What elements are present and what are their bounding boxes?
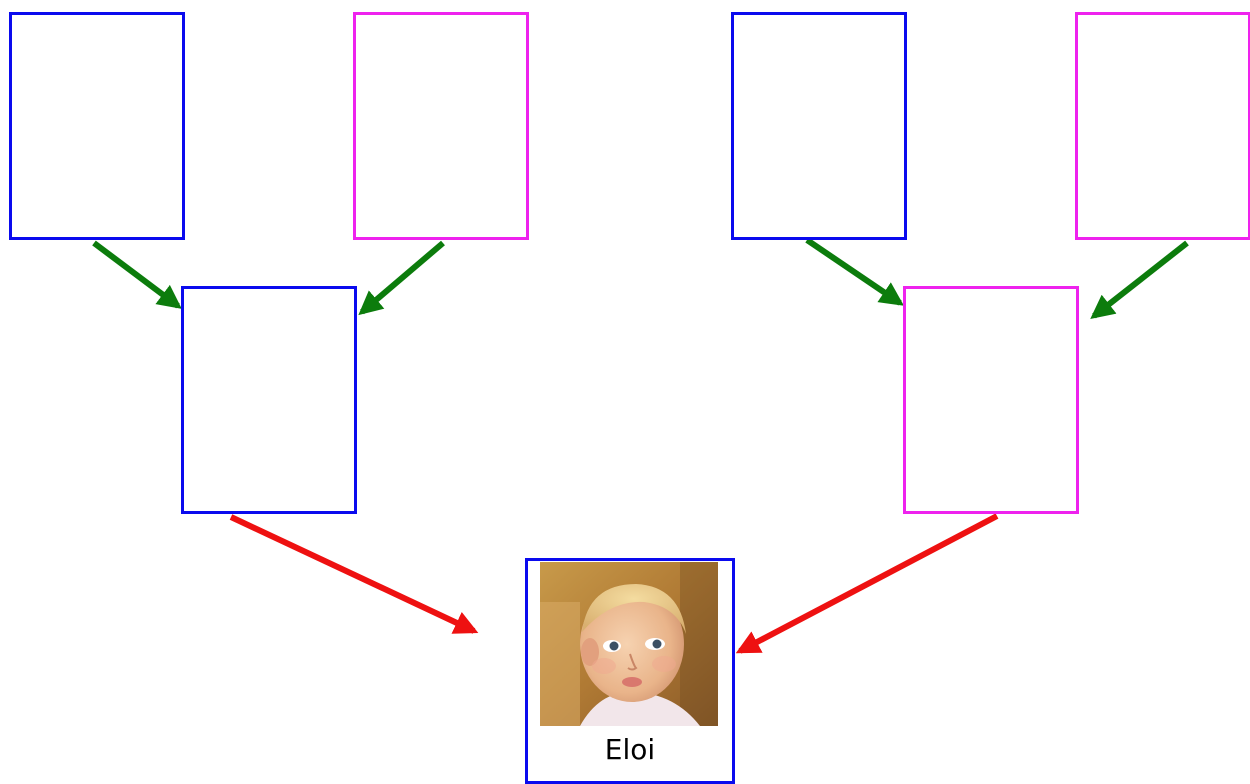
arrow-maternal-grandmother-to-mother xyxy=(1090,240,1189,319)
arrow-father-to-child xyxy=(229,514,479,634)
arrow-paternal-grandfather-to-father xyxy=(92,240,182,309)
paternal-grandfather-box xyxy=(9,12,185,240)
paternal-grandmother-box xyxy=(353,12,529,240)
arrow-paternal-grandmother-to-father xyxy=(358,240,445,316)
child-name: Eloi xyxy=(604,733,656,766)
arrow-mother-to-child xyxy=(735,513,999,654)
maternal-grandmother-box xyxy=(1075,12,1250,240)
maternal-grandfather-box xyxy=(731,12,907,240)
baby-photo xyxy=(540,562,718,726)
father-box xyxy=(181,286,357,514)
arrow-maternal-grandfather-to-mother xyxy=(805,237,904,306)
mother-box xyxy=(903,286,1079,514)
child-box: Eloi xyxy=(525,558,735,784)
